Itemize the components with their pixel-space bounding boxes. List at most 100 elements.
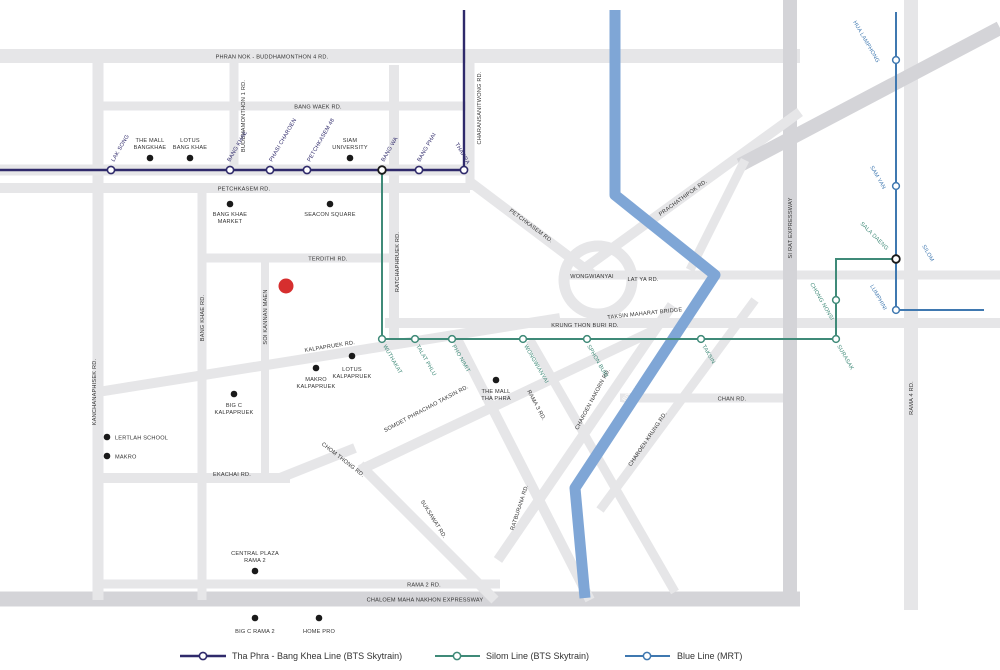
poi-dot [492, 376, 500, 384]
poi-big-c-kalpapruek: BIG C KALPAPRUEK [215, 390, 254, 416]
station-marker [302, 165, 312, 175]
road-label-rama-4: RAMA 4 RD. [909, 381, 915, 415]
poi-dot [186, 154, 194, 162]
station-marker [891, 181, 901, 191]
poi-label: THE MALL [136, 138, 165, 144]
road-label-ratchaphruek: RATCHAPHRUEK RD. [395, 232, 401, 293]
poi-big-c-rama-2: BIG C RAMA 2 [235, 614, 275, 635]
road-upper-east-diagonal [736, 21, 1000, 172]
poi-dot [103, 433, 111, 441]
poi-label: BANG KHAE [213, 212, 248, 218]
road-chom-thong [278, 443, 357, 483]
poi-lotus-kalpapruek: LOTUS KALPAPRUEK [333, 352, 372, 380]
station-marker [447, 334, 457, 344]
road-label-bang-khae: BANG KHAE RD. [200, 295, 206, 342]
road-label-petchkasem: PETCHKASEM RD. [218, 187, 271, 193]
site-location-marker [278, 278, 294, 294]
poi-dot [346, 154, 354, 162]
poi-label: KALPAPRUEK [333, 374, 372, 380]
road-label-rama-2: RAMA 2 RD. [407, 583, 441, 589]
station-marker [891, 55, 901, 65]
poi-label: BIG C RAMA 2 [235, 629, 275, 635]
road-rama-3 [450, 332, 595, 603]
poi-label: BANGKHAE [134, 145, 167, 151]
poi-dot [312, 364, 320, 372]
poi-dot [230, 390, 238, 398]
poi-dot [348, 352, 356, 360]
legend-tha-phra-line: Tha Phra - Bang Khea Line (BTS Skytrain) [180, 651, 402, 661]
poi-dot [226, 200, 234, 208]
poi-dot [326, 200, 334, 208]
legend-label: Tha Phra - Bang Khea Line (BTS Skytrain) [232, 651, 402, 661]
road-label-lat-ya: LAT YA RD. [627, 277, 658, 283]
poi-label: LOTUS [342, 367, 362, 373]
legend-station-swatch [452, 651, 462, 661]
poi-label: KALPAPRUEK [215, 410, 254, 416]
road-label-si-rat-expressway: SI RAT EXPRESSWAY [788, 197, 794, 258]
poi-lotus-bang-khae: LOTUS BANG KHAE [173, 138, 208, 162]
road-label-wongwianyai: WONGWIANYAI [570, 274, 614, 280]
poi-dot [251, 567, 259, 575]
road-label-charansanitwong: CHARANSANITWONG RD. [477, 71, 483, 144]
poi-label: THA PHRA [481, 396, 511, 402]
road-label-kanchanaphisek: KANCHANAPHISEK RD. [92, 359, 98, 426]
chao-phraya-river [569, 10, 721, 599]
station-marker [377, 165, 387, 175]
poi-label: MAKRO [305, 377, 327, 383]
road-kalpapruek [97, 313, 561, 397]
station-marker [410, 334, 420, 344]
poi-label: UNIVERSITY [332, 145, 368, 151]
poi-siam-university: SIAM UNIVERSITY [332, 138, 368, 162]
poi-makro-kalpapruek: MAKRO KALPAPRUEK [297, 364, 335, 390]
station-marker [518, 334, 528, 344]
poi-label: THE MALL [482, 389, 511, 395]
road-prachathipok [582, 107, 803, 273]
poi-dot [146, 154, 154, 162]
poi-dot [251, 614, 259, 622]
legend-station-swatch [198, 651, 208, 661]
poi-label: RAMA 2 [244, 558, 266, 564]
poi-dot [315, 614, 323, 622]
poi-label: SIAM [343, 138, 358, 144]
poi-label: BANG KHAE [173, 145, 208, 151]
poi-label: CENTRAL PLAZA [231, 551, 279, 557]
points-of-interest: THE MALL BANGKHAE LOTUS BANG KHAE SIAM U… [103, 138, 511, 635]
poi-makro: MAKRO [103, 452, 137, 461]
road-label-chaloem-maha-nakhon: CHALOEM MAHA NAKHON EXPRESSWAY [367, 598, 484, 604]
station-marker [582, 334, 592, 344]
legend-station-swatch [642, 651, 652, 661]
wongwianyai-roundabout [558, 240, 638, 320]
poi-central-plaza-rama-2: CENTRAL PLAZA RAMA 2 [231, 551, 279, 575]
station-marker [265, 165, 275, 175]
poi-label: LERTLAH SCHOOL [115, 436, 168, 442]
poi-bang-khae-market: BANG KHAE MARKET [213, 200, 248, 225]
road-label-krung-thon-buri: KRUNG THON BURI RD. [551, 323, 619, 329]
legend-silom-line: Silom Line (BTS Skytrain) [435, 651, 589, 661]
legend-label: Silom Line (BTS Skytrain) [486, 651, 589, 661]
road-label-bang-waek: BANG WAEK RD. [294, 105, 342, 111]
station-marker [891, 305, 901, 315]
poi-label: SEACON SQUARE [304, 212, 355, 218]
legend-blue-line: Blue Line (MRT) [625, 651, 742, 661]
station-marker [414, 165, 424, 175]
station-marker [459, 165, 469, 175]
road-somdet-phrachao-taksin [357, 325, 658, 475]
poi-seacon-square: SEACON SQUARE [304, 200, 356, 218]
poi-label: LOTUS [180, 138, 200, 144]
station-marker [831, 334, 841, 344]
road-suksawat [356, 461, 499, 604]
poi-dot [103, 452, 111, 460]
poi-lertlah-school: LERTLAH SCHOOL [103, 433, 168, 442]
station-marker [891, 254, 901, 264]
poi-the-mall-tha-phra: THE MALL THA PHRA [481, 376, 511, 402]
road-charoen-nakorn [526, 337, 679, 595]
road-label-soi-kannan-maen: SOI KANNAN MAEN [263, 289, 269, 344]
poi-the-mall-bangkhae: THE MALL BANGKHAE [134, 138, 167, 162]
road-charoen-krung [596, 297, 759, 513]
road-label-terdithi: TERDITHI RD. [308, 257, 348, 263]
road-label-buddhamonthon-1: BUDDHAMONTHON 1 RD. [241, 80, 247, 152]
poi-label: MARKET [218, 219, 243, 225]
station-marker [377, 334, 387, 344]
poi-label: BIG C [226, 403, 242, 409]
